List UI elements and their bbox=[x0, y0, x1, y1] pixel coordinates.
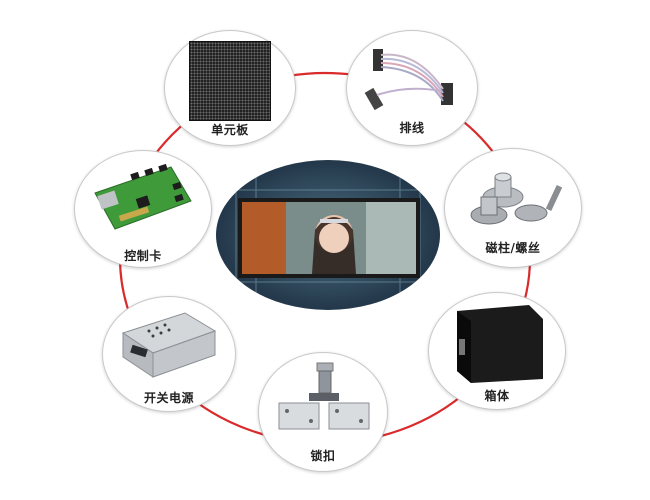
node-lock: 锁扣 bbox=[258, 352, 388, 472]
power-supply-icon bbox=[121, 312, 217, 378]
ribbon-cable-icon bbox=[364, 49, 453, 111]
node-magnet: 磁柱/螺丝 bbox=[444, 148, 582, 268]
node-cable: 排线 bbox=[346, 30, 478, 146]
node-label: 磁柱/螺丝 bbox=[485, 241, 541, 255]
lock-buckle-icon bbox=[278, 362, 370, 430]
node-label: 箱体 bbox=[484, 389, 510, 403]
led-display-screen-icon bbox=[216, 160, 440, 310]
node-label: 单元板 bbox=[211, 123, 249, 137]
control-card-icon bbox=[94, 163, 192, 230]
node-label: 控制卡 bbox=[124, 249, 162, 263]
node-power: 开关电源 bbox=[102, 296, 236, 412]
led-module-icon bbox=[189, 41, 271, 121]
node-label: 排线 bbox=[399, 121, 425, 135]
magnet-screw-icon bbox=[470, 172, 563, 225]
center-display bbox=[216, 160, 440, 310]
node-card: 控制卡 bbox=[74, 150, 212, 268]
node-cabinet: 箱体 bbox=[428, 292, 566, 410]
node-unit-board: 单元板 bbox=[164, 30, 296, 146]
cabinet-icon bbox=[457, 305, 543, 383]
node-label: 开关电源 bbox=[143, 391, 194, 405]
node-label: 锁扣 bbox=[310, 449, 336, 463]
